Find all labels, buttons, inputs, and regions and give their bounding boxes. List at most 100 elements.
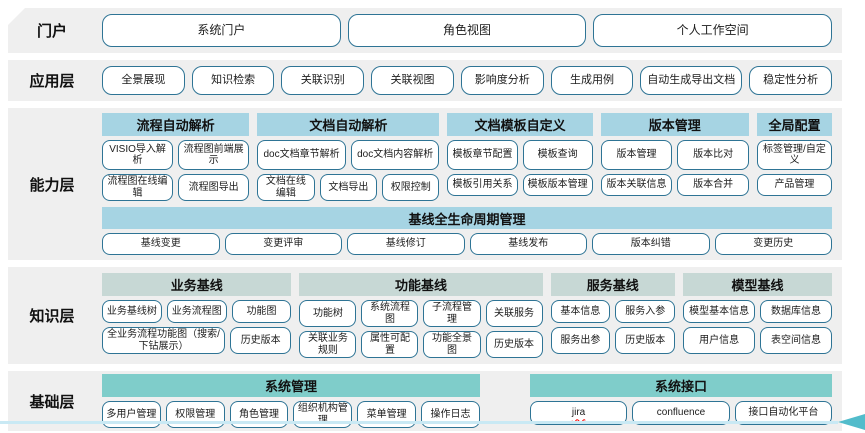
layer-content-portal: 系统门户角色视图个人工作空间 <box>96 8 842 53</box>
group: 版本管理版本管理版本比对版本关联信息版本合并 <box>600 113 749 201</box>
chip-row: 版本关联信息版本合并 <box>600 174 749 196</box>
group-header: 全局配置 <box>756 113 832 136</box>
chip: 权限控制 <box>382 174 440 201</box>
chip: 版本合并 <box>677 174 749 196</box>
chip: 变更历史 <box>714 233 832 255</box>
layer-band-portal: 门户 系统门户角色视图个人工作空间 <box>8 8 842 53</box>
layer-label-foundation: 基础层 <box>29 393 75 411</box>
chip: 流程图在线编辑 <box>102 174 174 201</box>
chip: 版本比对 <box>677 140 749 170</box>
chip: 历史版本 <box>229 327 292 354</box>
layer-content-application: 全景展现知识检索关联识别关联视图影响度分析生成用例自动生成导出文档稳定性分析 <box>96 60 842 101</box>
chip: 基本信息 <box>550 300 611 323</box>
layer-band-knowledge: 知识层 业务基线业务基线树业务流程图功能图全业务流程功能图（搜索/下钻展示）历史版… <box>8 267 842 364</box>
chip: 功能图 <box>231 300 292 323</box>
chip: 变更评审 <box>224 233 342 255</box>
group-header: 版本管理 <box>600 113 749 136</box>
chip: 模型基本信息 <box>683 300 756 323</box>
chip: 关联服务 <box>485 300 543 327</box>
chip: 功能树 <box>299 300 357 327</box>
chip: 流程图导出 <box>178 174 250 201</box>
chip: 关联识别 <box>281 66 365 95</box>
baseline-header: 基线全生命周期管理 <box>102 207 832 229</box>
bottom-arrow-icon <box>838 414 865 430</box>
chip: 全业务流程功能图（搜索/下钻展示） <box>102 327 225 354</box>
chip: 模板查询 <box>522 140 593 170</box>
chip: 流程图前端展示 <box>178 140 250 170</box>
chip: 关联业务规则 <box>299 331 357 358</box>
group-header: 服务基线 <box>550 273 676 296</box>
chip-row: 流程图在线编辑流程图导出 <box>102 174 250 201</box>
chip-row: 版本管理版本比对 <box>600 140 749 170</box>
chip: 功能全景图 <box>423 331 481 358</box>
chip: 服务出参 <box>550 327 611 354</box>
group: 全局配置标签管理/自定义产品管理 <box>756 113 832 201</box>
group-header: 文档模板自定义 <box>447 113 593 136</box>
chip-row: 全景展现知识检索关联识别关联视图影响度分析生成用例自动生成导出文档稳定性分析 <box>102 66 833 95</box>
group-header: 系统管理 <box>102 374 480 397</box>
chip-row: 功能树系统流程图子流程管理关联服务 <box>299 300 543 327</box>
chip: doc文档内容解析 <box>350 140 440 170</box>
layer-label-knowledge: 知识层 <box>29 308 75 325</box>
chip: 模板引用关系 <box>447 174 518 196</box>
chip-row: 用户信息表空间信息 <box>683 327 833 354</box>
chip: 全景展现 <box>102 66 185 95</box>
chip: 个人工作空间 <box>593 14 833 47</box>
layer-label-application: 应用层 <box>29 73 75 90</box>
chip: 模板章节配置 <box>447 140 518 170</box>
chip: 模板版本管理 <box>522 174 593 196</box>
group: 文档模板自定义模板章节配置模板查询模板引用关系模板版本管理 <box>447 113 593 201</box>
group: 功能基线功能树系统流程图子流程管理关联服务关联业务规则属性可配置功能全景图历史版… <box>299 273 543 358</box>
chip: 产品管理 <box>756 174 832 196</box>
chip: 自动生成导出文档 <box>640 66 743 95</box>
group-header: 功能基线 <box>299 273 543 296</box>
chip: 影响度分析 <box>460 66 544 95</box>
chip: VISIO导入解析 <box>102 140 174 170</box>
chip: 基线修订 <box>347 233 465 255</box>
chip-row: 基本信息服务入参 <box>550 300 676 323</box>
layer-label-capability: 能力层 <box>29 176 75 194</box>
chip: 关联视图 <box>371 66 454 95</box>
chip-row: 模型基本信息数据库信息 <box>683 300 833 323</box>
chip: 版本纠错 <box>592 233 710 255</box>
group: 模型基线模型基本信息数据库信息用户信息表空间信息 <box>683 273 833 358</box>
chip: 生成用例 <box>550 66 634 95</box>
chip: 数据库信息 <box>760 300 833 323</box>
group-header: 文档自动解析 <box>257 113 440 136</box>
chip: 标签管理/自定义 <box>756 140 832 170</box>
chip-row: 模板引用关系模板版本管理 <box>447 174 593 196</box>
chip: 版本关联信息 <box>600 174 673 196</box>
chip: 历史版本 <box>485 331 543 358</box>
chip-row: 系统门户角色视图个人工作空间 <box>102 14 833 47</box>
chip-row: VISIO导入解析流程图前端展示 <box>102 140 250 170</box>
baseline-chip-row: 基线变更变更评审基线修订基线发布版本纠错变更历史 <box>102 233 832 255</box>
layer-label-portal: 门户 <box>36 23 67 40</box>
layer-band-application: 应用层 全景展现知识检索关联识别关联视图影响度分析生成用例自动生成导出文档稳定性分… <box>8 60 842 101</box>
chip: 业务基线树 <box>102 300 162 323</box>
group: 业务基线业务基线树业务流程图功能图全业务流程功能图（搜索/下钻展示）历史版本 <box>102 273 292 358</box>
chip: doc文档章节解析 <box>257 140 346 170</box>
chip: 基线变更 <box>102 233 220 255</box>
bottom-accent-line <box>0 421 838 424</box>
chip-row: 关联业务规则属性可配置功能全景图历史版本 <box>299 331 543 358</box>
chip: 用户信息 <box>683 327 756 354</box>
group: 系统管理多用户管理权限管理角色管理组织机构管理菜单管理操作日志 <box>102 374 480 428</box>
group-header: 流程自动解析 <box>102 113 250 136</box>
chip: 系统流程图 <box>361 300 419 327</box>
group-header: 系统接口 <box>529 374 832 397</box>
chip: 子流程管理 <box>423 300 481 327</box>
chip: 知识检索 <box>191 66 275 95</box>
chip: 服务入参 <box>615 300 676 323</box>
chip: 业务流程图 <box>166 300 227 323</box>
group-header: 模型基线 <box>683 273 832 296</box>
chip-row: 标签管理/自定义 <box>756 140 832 170</box>
chip: 文档在线编辑 <box>257 174 315 201</box>
